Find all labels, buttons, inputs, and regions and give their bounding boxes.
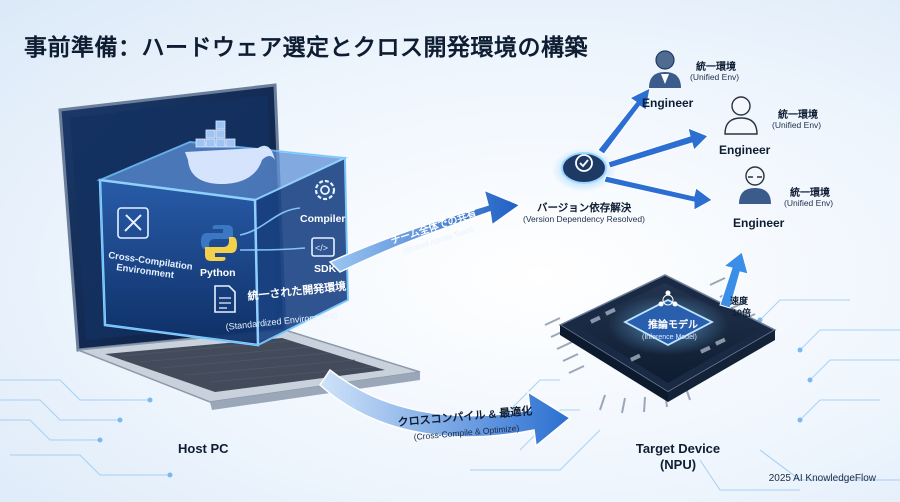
version-resolved-jp: バージョン依存解決 — [537, 202, 632, 214]
inference-model-en: (Inference Model) — [642, 334, 697, 341]
check-badge-icon — [552, 148, 616, 192]
tools-icon — [117, 207, 149, 239]
engineer-2-env-en: (Unified Env) — [772, 120, 822, 130]
engineer-arrows — [597, 87, 713, 211]
speed-label-1: 速度 — [730, 295, 749, 306]
sdk-label: SDK — [314, 263, 337, 275]
engineer-3-env-en: (Unified Env) — [784, 198, 834, 208]
engineer-1-env-en: (Unified Env) — [690, 72, 740, 82]
compile-arrow — [319, 368, 572, 448]
target-device-label: Target Device — [635, 441, 721, 456]
speed-label-2: 10倍 — [732, 307, 751, 318]
share-arrow — [328, 188, 522, 273]
compiler-label: Compiler — [300, 213, 346, 225]
page-title: 事前準備：ハードウェア選定とクロス開発環境の構築 — [24, 34, 588, 60]
target-device-sublabel: (NPU) — [659, 457, 697, 472]
document-icon — [214, 285, 236, 313]
engineer-2-label: Engineer — [719, 143, 771, 157]
code-icon: </> — [311, 237, 335, 257]
container-cube — [96, 140, 350, 347]
python-logo-icon — [201, 225, 237, 261]
engineer-2-env-jp: 統一環境 — [778, 110, 818, 121]
inference-model-jp: 推論モデル — [648, 318, 698, 331]
engineer-1-label: Engineer — [642, 96, 694, 110]
neural-network-icon — [658, 290, 678, 307]
engineer-3-label: Engineer — [733, 216, 785, 230]
gear-icon — [314, 179, 336, 201]
circuit-traces — [0, 299, 900, 491]
python-label: Python — [200, 267, 236, 279]
host-pc-label: Host PC — [178, 441, 229, 456]
engineer-1-env-jp: 統一環境 — [696, 62, 736, 73]
docker-whale-icon — [185, 120, 275, 185]
watermark: 2025 AI KnowledgeFlow — [768, 473, 876, 484]
svg-text:</>: </> — [315, 243, 328, 253]
version-resolved-en: (Version Dependency Resolved) — [523, 214, 645, 224]
engineer-3-env-jp: 統一環境 — [790, 188, 830, 199]
engineer-avatar-3 — [739, 166, 771, 204]
engineer-avatar-2 — [724, 96, 758, 135]
speed-up-arrow — [719, 251, 749, 309]
engineer-avatar-1 — [649, 50, 681, 88]
